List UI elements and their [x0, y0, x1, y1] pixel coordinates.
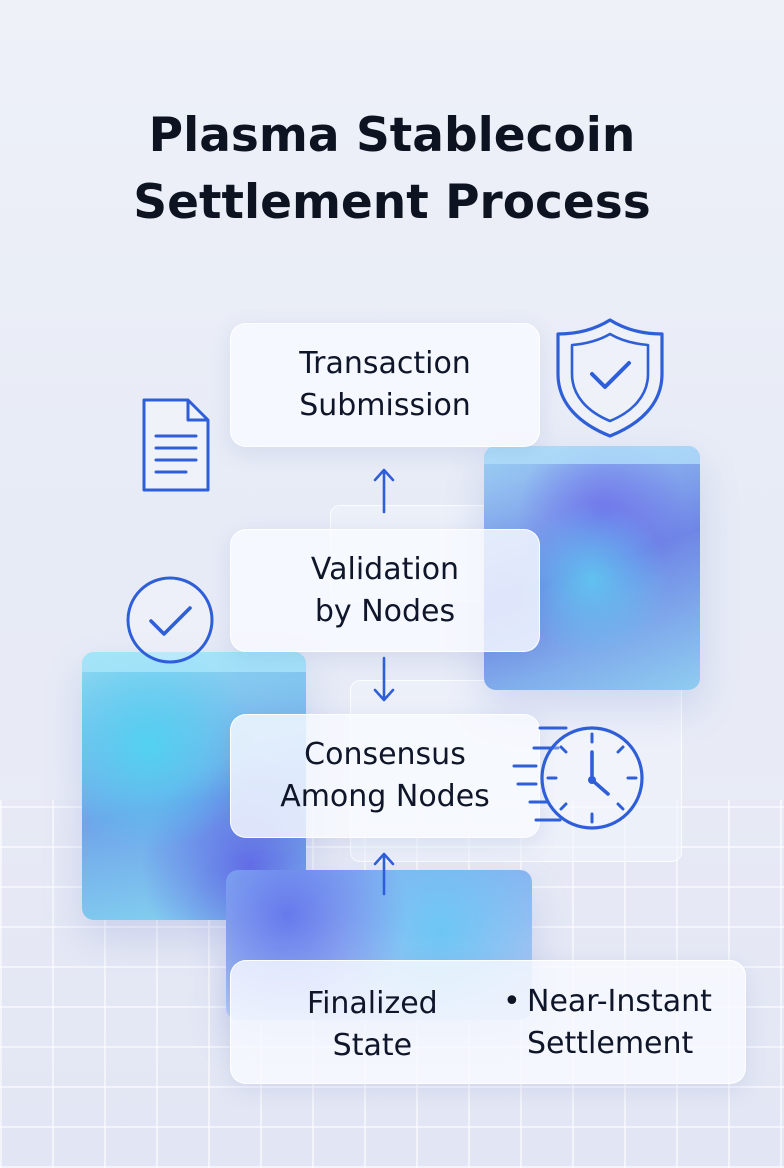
step-card-validation-by-nodes: Validation by Nodes: [230, 529, 540, 652]
arrow-up-icon: [373, 468, 395, 514]
step-card-transaction-submission: Transaction Submission: [230, 323, 540, 447]
checkmark-circle-icon: [126, 576, 214, 664]
note-bullet: •: [503, 984, 521, 1019]
step-label: Finalized State: [307, 986, 438, 1063]
fast-clock-icon: [512, 726, 644, 830]
document-icon: [142, 398, 210, 492]
step-card-consensus-among-nodes: Consensus Among Nodes: [230, 714, 540, 838]
title-line-2: Settlement Process: [133, 175, 651, 230]
step-label: Validation by Nodes: [310, 551, 460, 629]
step-card-finalized-state: Finalized State • Near-Instant Settlemen…: [230, 960, 746, 1084]
arrow-down-icon: [373, 656, 395, 702]
diagram-title: Plasma Stablecoin Settlement Process: [0, 102, 784, 236]
arrow-up-icon: [373, 852, 395, 896]
step-label: Transaction Submission: [299, 346, 471, 423]
title-line-1: Plasma Stablecoin: [148, 108, 636, 163]
note-label: Near-Instant Settlement: [527, 984, 712, 1061]
step-label: Consensus Among Nodes: [280, 737, 490, 814]
shield-check-icon: [556, 318, 664, 438]
